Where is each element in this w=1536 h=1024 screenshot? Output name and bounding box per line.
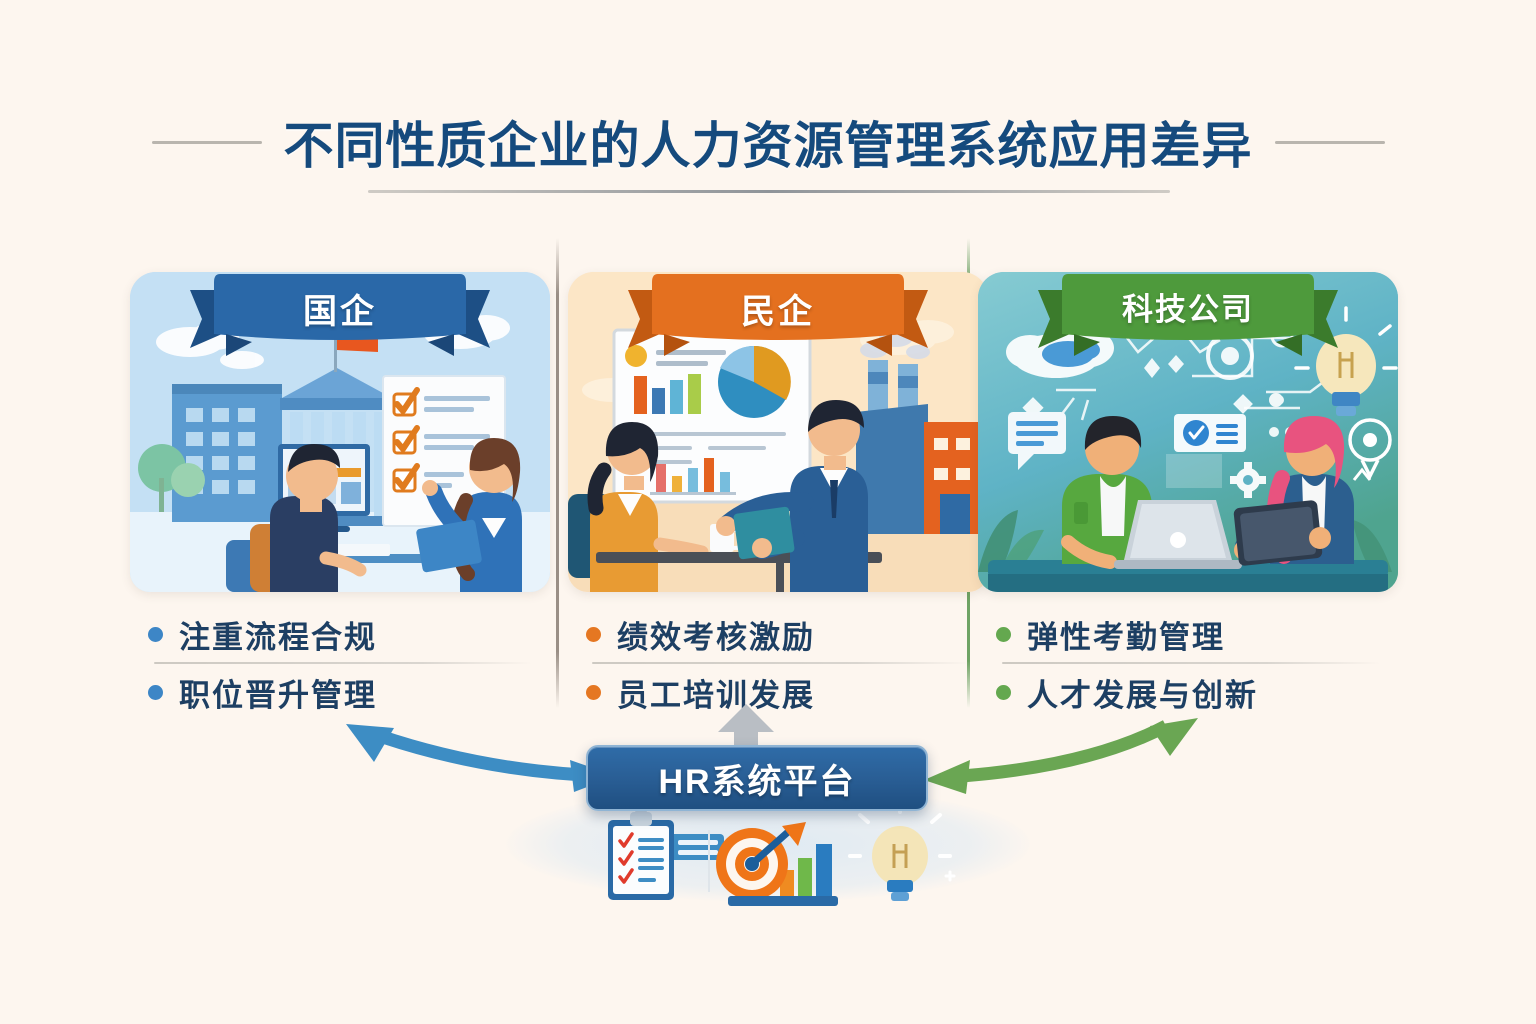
banner-label-state-owned: 国企 xyxy=(303,293,377,331)
title-rule-left xyxy=(151,140,262,144)
banner-state-owned: 国企 xyxy=(190,272,490,358)
bullet-dot-icon xyxy=(148,626,163,642)
lightbulb-icon xyxy=(848,802,956,901)
platform-icons xyxy=(560,800,960,920)
title-underline xyxy=(368,190,1170,193)
bullet-dot-icon xyxy=(996,684,1011,700)
banner-ribbon-shape xyxy=(1038,274,1338,356)
bullet-item: 弹性考勤管理 xyxy=(978,610,1398,658)
banner-ribbon-shape xyxy=(628,274,928,356)
bullet-dot-icon xyxy=(586,626,601,642)
bullet-dot-icon xyxy=(996,626,1011,642)
state-owned-enterprise-illustration: 国企 xyxy=(130,272,550,592)
tech-company-illustration: 科技公司 xyxy=(978,272,1398,592)
banner-label-private: 民企 xyxy=(741,293,815,331)
up-arrow xyxy=(716,700,776,762)
left-arrow-svg xyxy=(346,724,616,792)
platform-icons-svg xyxy=(608,802,956,906)
column-state-owned: 国企 注重流程合规 职位晋升管理 xyxy=(130,250,550,716)
clipboard-checklist-icon xyxy=(608,807,724,900)
bullet-separator xyxy=(592,662,970,664)
bullets-tech: 弹性考勤管理 人才发展与创新 xyxy=(978,610,1398,716)
private-scene-svg xyxy=(568,272,988,592)
right-arrow-svg xyxy=(924,718,1198,794)
column-tech: 科技公司 弹性考勤管理 人才发展与创新 xyxy=(978,250,1398,716)
title-rule-right xyxy=(1274,140,1385,144)
bullet-item: 绩效考核激励 xyxy=(568,610,988,658)
bullet-item: 员工培训发展 xyxy=(568,668,988,716)
bullets-private: 绩效考核激励 员工培训发展 xyxy=(568,610,988,716)
bullet-label: 人才发展与创新 xyxy=(1027,677,1258,713)
bullet-separator xyxy=(1002,662,1380,664)
bullet-item: 注重流程合规 xyxy=(130,610,550,658)
left-bidirectional-arrow xyxy=(330,708,620,800)
banner-private: 民企 xyxy=(628,272,928,358)
page-title-row: 不同性质企业的人力资源管理系统应用差异 xyxy=(0,104,1536,180)
bullet-label: 弹性考勤管理 xyxy=(1027,619,1225,655)
bullet-label: 注重流程合规 xyxy=(179,619,377,655)
bullet-dot-icon xyxy=(148,684,163,700)
banner-label-tech: 科技公司 xyxy=(1122,292,1254,327)
target-bar-chart-icon xyxy=(716,822,838,906)
page-title: 不同性质企业的人力资源管理系统应用差异 xyxy=(283,118,1253,174)
bullet-dot-icon xyxy=(586,684,601,700)
banner-ribbon-shape xyxy=(190,274,490,356)
up-arrow-svg xyxy=(718,704,774,762)
right-bidirectional-arrow xyxy=(918,708,1208,800)
bullet-label: 职位晋升管理 xyxy=(179,677,377,713)
bullet-item: 人才发展与创新 xyxy=(978,668,1398,716)
divider-1 xyxy=(556,238,559,708)
hr-platform-label: HR系统平台 xyxy=(658,762,856,801)
hr-platform-box[interactable]: HR系统平台 xyxy=(586,745,928,811)
column-private: 民企 绩效考核激励 员工培训发展 xyxy=(568,250,988,716)
private-enterprise-illustration: 民企 xyxy=(568,272,988,592)
bullet-label: 绩效考核激励 xyxy=(617,619,815,655)
bullet-label: 员工培训发展 xyxy=(617,677,815,713)
bullet-separator xyxy=(154,662,532,664)
bullets-state-owned: 注重流程合规 职位晋升管理 xyxy=(130,610,550,716)
banner-tech: 科技公司 xyxy=(1038,272,1338,358)
bullet-item: 职位晋升管理 xyxy=(130,668,550,716)
